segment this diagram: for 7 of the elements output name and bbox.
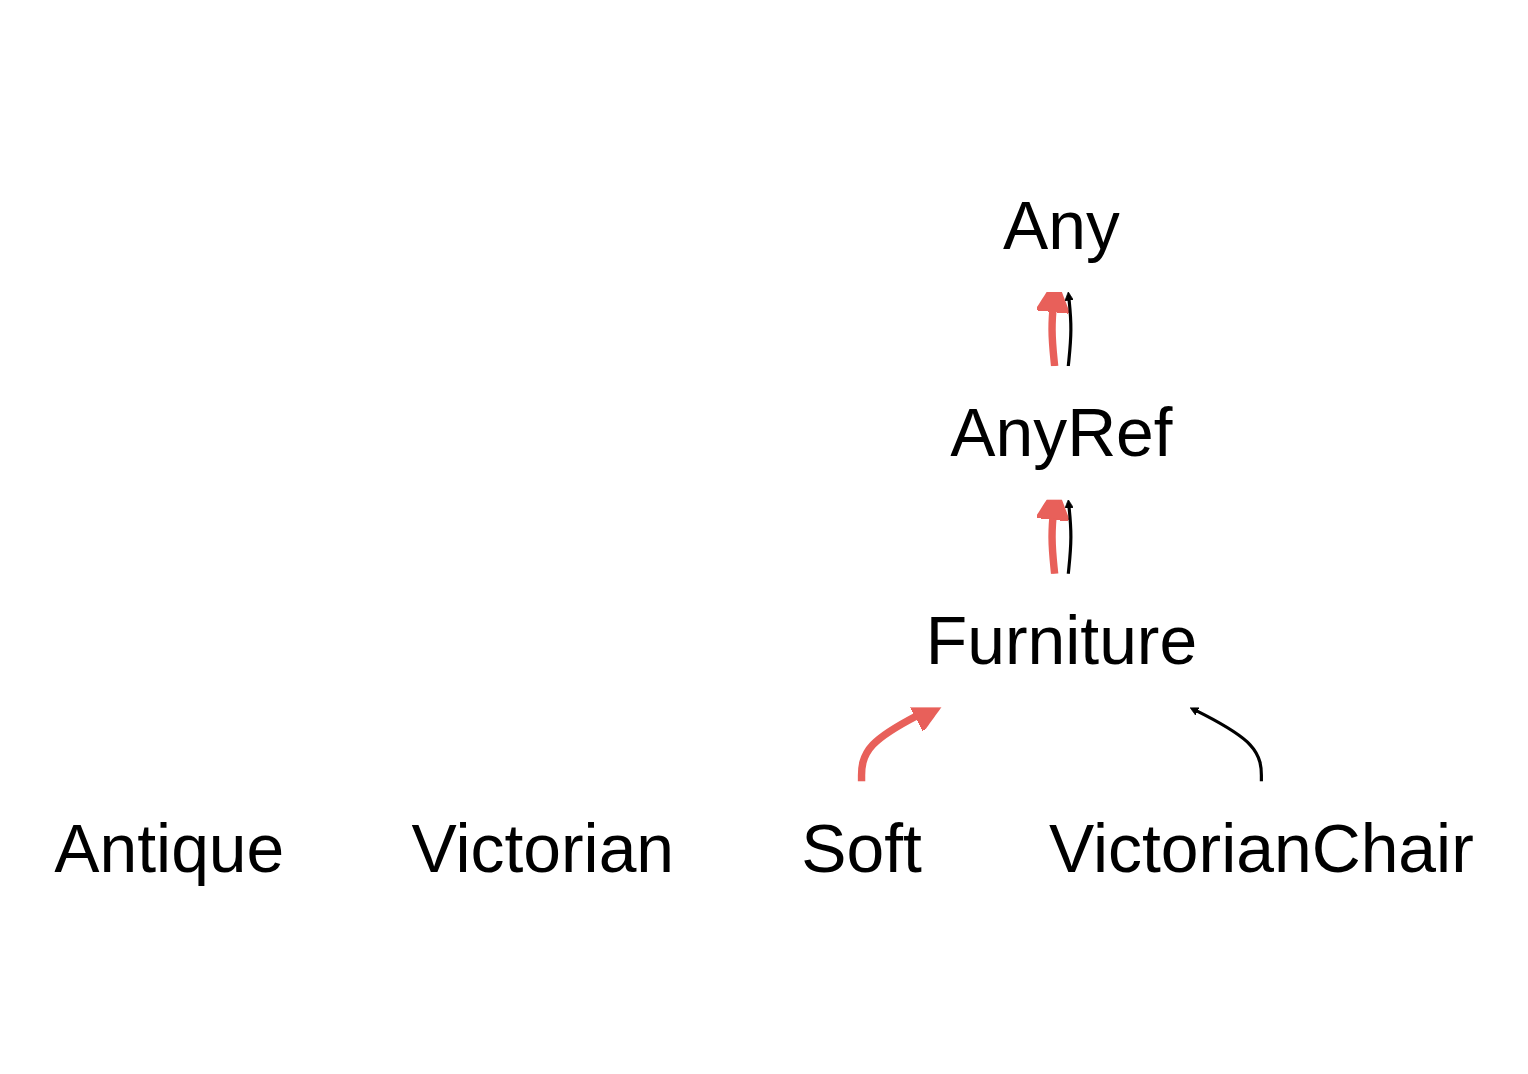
node-text: Victorian <box>411 810 675 887</box>
node-text: Antique <box>54 810 285 887</box>
arrow <box>1064 291 1074 367</box>
node-text: VictorianChair <box>1049 810 1474 887</box>
arrow <box>1064 499 1074 575</box>
arrow <box>1189 707 1263 782</box>
node-text: Soft <box>801 810 922 887</box>
